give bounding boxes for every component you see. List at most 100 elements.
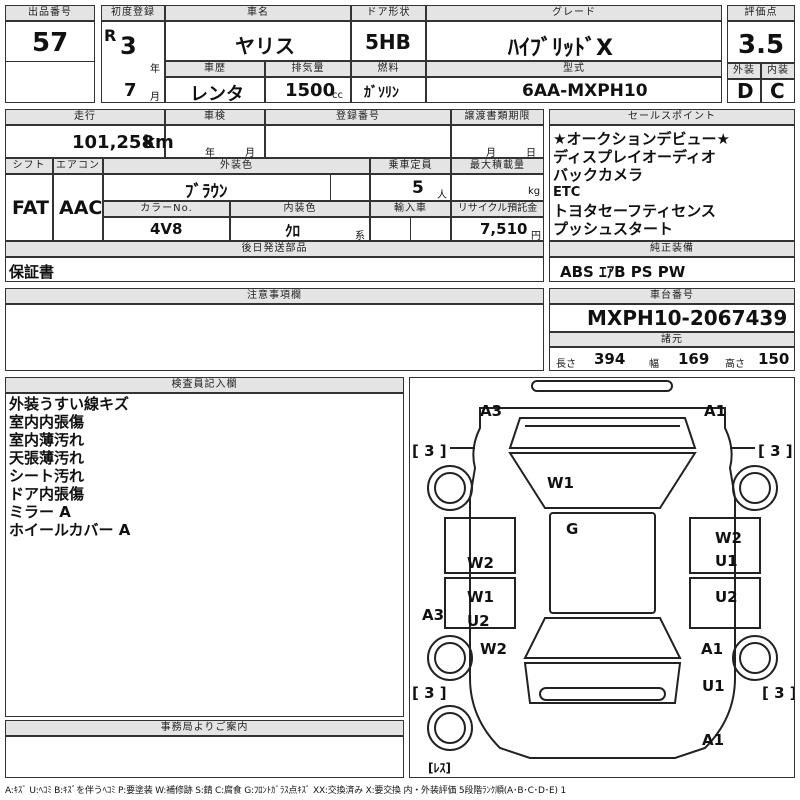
first-reg-year-unit: 年 — [150, 64, 160, 75]
color-no: 4V8 — [150, 220, 183, 238]
capacity-label: 乗車定員 — [370, 158, 451, 174]
history-label: 車歴 — [165, 61, 265, 77]
diagram-g: G — [566, 520, 578, 538]
transfer-label: 譲渡書類期限 — [451, 109, 544, 125]
diagram-u2-left: U2 — [467, 612, 490, 630]
door-label: ドア形状 — [351, 5, 426, 21]
sales-point: ディスプレイオーディオ — [553, 148, 716, 166]
diagram-w1-left: W1 — [467, 588, 494, 606]
diagram-u1-right: U1 — [715, 552, 738, 570]
recycle: 7,510 — [480, 220, 528, 238]
capacity: 5 — [412, 178, 424, 198]
height: 150 — [758, 350, 790, 368]
displacement: 1500 — [285, 80, 336, 101]
model: 6AA-MXPH10 — [522, 81, 648, 101]
shift-label: シフト — [5, 158, 53, 174]
width: 169 — [678, 350, 710, 368]
inspector-note: 室内薄汚れ — [9, 431, 85, 449]
lot-label: 出品番号 — [5, 5, 95, 21]
diagram-w2-right: W2 — [715, 529, 742, 547]
diagram-a1-right: A1 — [701, 640, 723, 658]
capacity-unit: 人 — [437, 190, 447, 201]
grade-label: グレード — [426, 5, 722, 21]
ac-label: エアコン — [53, 158, 103, 174]
inspection-year-unit: 年 — [205, 148, 215, 159]
diagram-right3a: [ 3 ] — [758, 442, 793, 460]
score-ext: D — [737, 79, 754, 103]
height-label: 高さ — [725, 359, 745, 370]
diagram-res: [ﾚｽ] — [428, 761, 451, 775]
inspector-notes: 外装うすい線キズ 室内内張傷 室内薄汚れ 天張薄汚れ シート汚れ ドア内張傷 ミ… — [9, 395, 130, 539]
score-value: 3.5 — [738, 30, 785, 60]
grade: ﾊｲﾌﾞﾘｯﾄﾞX — [508, 36, 613, 61]
car-name: ヤリス — [235, 34, 295, 58]
office-label: 事務局よりご案内 — [5, 720, 404, 736]
width-label: 幅 — [649, 359, 659, 370]
score-label: 評価点 — [727, 5, 795, 21]
transfer-day-unit: 日 — [526, 148, 536, 159]
diagram-left3a: [ 3 ] — [412, 442, 447, 460]
int-color-label: 内装色 — [230, 201, 370, 217]
car-name-label: 車名 — [165, 5, 351, 21]
inspector-note: 天張薄汚れ — [9, 449, 85, 467]
later-parts: 保証書 — [9, 263, 55, 281]
displacement-unit: cc — [332, 90, 343, 101]
score-int-label: 内装 — [761, 63, 795, 79]
diagram-u1-right-low: U1 — [702, 677, 725, 695]
length-label: 長さ — [556, 359, 576, 370]
displacement-label: 排気量 — [265, 61, 351, 77]
int-color-unit: 系 — [355, 231, 365, 242]
sales-point: プッシュスタート — [553, 220, 674, 238]
max-load-label: 最大積載量 — [451, 158, 544, 174]
specs-label: 諸元 — [549, 332, 795, 347]
fuel-label: 燃料 — [351, 61, 426, 77]
later-label: 後日発送部品 — [5, 241, 544, 257]
diagram-w2-left: W2 — [467, 554, 494, 572]
first-reg-month: 7 — [124, 80, 137, 101]
sales-points: ★オークションデビュー★ ディスプレイオーディオ バックカメラ ETC トヨタセ… — [553, 130, 730, 238]
mileage-unit: km — [143, 132, 174, 153]
fuel: ｶﾞｿﾘﾝ — [364, 85, 399, 101]
notes-label: 注意事項欄 — [5, 288, 544, 304]
diagram-tl: A3 — [480, 402, 502, 420]
chassis-number: MXPH10-2067439 — [587, 306, 788, 330]
inspector-note: ホイールカバー A — [9, 521, 131, 539]
diagram-a3-left: A3 — [422, 606, 444, 624]
sales-label: セールスポイント — [549, 109, 795, 125]
first-reg-cell — [101, 21, 165, 103]
first-reg-era: R — [104, 26, 117, 45]
inspector-label: 検査員記入欄 — [5, 377, 404, 393]
transfer-month-unit: 月 — [486, 148, 496, 159]
diagram-tr: A1 — [704, 402, 726, 420]
recycle-unit: 円 — [531, 231, 541, 242]
diagram-w2-left-low: W2 — [480, 640, 507, 658]
model-label: 型式 — [426, 61, 722, 77]
sales-point: トヨタセーフティセンス — [553, 202, 716, 220]
ext-color-label: 外装色 — [103, 158, 370, 174]
lot-number: 57 — [32, 28, 69, 58]
inspector-note: 外装うすい線キズ — [9, 395, 130, 413]
history: レンタ — [190, 84, 244, 105]
ac: AAC — [59, 197, 103, 219]
shift: FAT — [12, 197, 49, 219]
max-load-unit: kg — [528, 186, 541, 197]
length: 394 — [594, 350, 626, 368]
diagram-right3b: [ 3 ] — [762, 684, 795, 702]
equipment-label: 純正装備 — [549, 241, 795, 257]
door-type: 5HB — [365, 30, 411, 54]
recycle-label: リサイクル預託金 — [451, 201, 544, 217]
inspector-note: シート汚れ — [9, 467, 85, 485]
score-ext-label: 外装 — [727, 63, 761, 79]
diagram-a1-bottom: A1 — [702, 731, 724, 749]
score-int: C — [770, 79, 785, 103]
mileage-label: 走行 — [5, 109, 165, 125]
diagram-w1: W1 — [547, 474, 574, 492]
import-label: 輸入車 — [370, 201, 451, 217]
sales-point: ETC — [553, 185, 581, 200]
damage-diagram: A3 A1 [ 3 ] [ 3 ] W1 G W2 W2 U1 W1 U2 A3… — [409, 377, 795, 778]
equipment: ABS ｴｱB PS PW — [560, 263, 686, 281]
inspection-month-unit: 月 — [245, 148, 255, 159]
first-reg-month-unit: 月 — [150, 92, 160, 103]
ext-color: ﾌﾞﾗｳﾝ — [185, 182, 228, 202]
diagram-u2-right: U2 — [715, 588, 738, 606]
